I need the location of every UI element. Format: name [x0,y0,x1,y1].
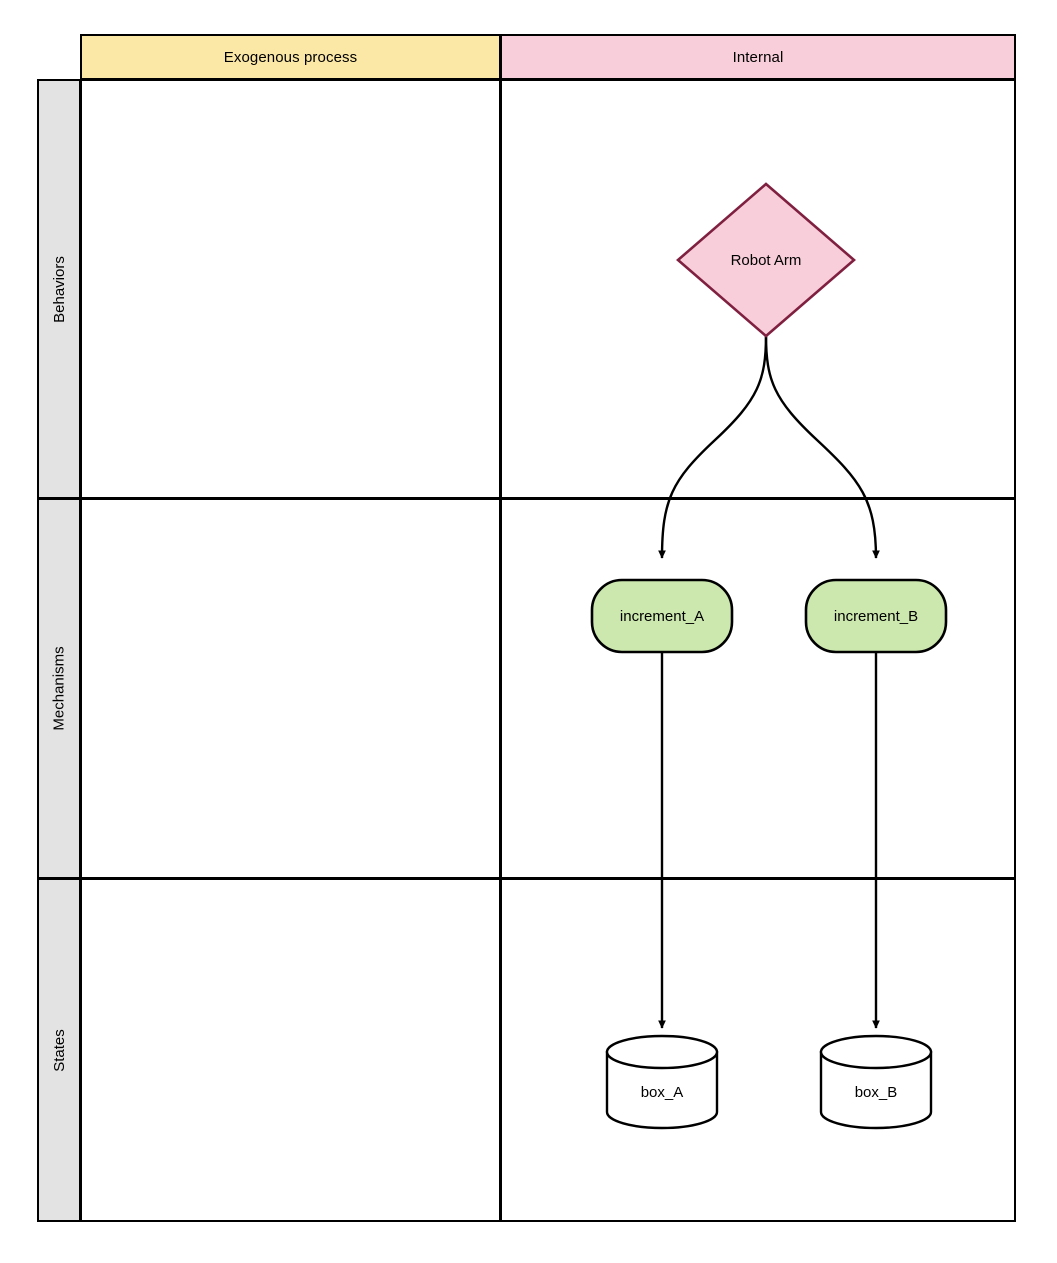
node-box-a[interactable]: box_A [605,1034,719,1130]
cylinder-body [605,1050,719,1130]
lane-cell-mechanisms-internal [500,498,1016,879]
node-robot-arm[interactable]: Robot Arm [676,182,856,338]
node-box-a-label: box_A [641,1084,684,1101]
row-header-mechanisms-label: Mechanisms [50,646,68,731]
column-header-exogenous-process-label: Exogenous process [223,48,358,66]
row-header-behaviors-label: Behaviors [50,255,68,323]
cylinder-top [605,1034,719,1070]
rounded-rect-shape [590,578,734,654]
rounded-rect-shape [804,578,948,654]
column-header-internal-label: Internal [732,48,784,66]
node-increment-b-label: increment_B [834,608,918,625]
row-header-behaviors: Behaviors [37,79,81,499]
node-increment-a[interactable]: increment_A [590,578,734,654]
lane-cell-behaviors-exogenous [80,79,501,499]
node-box-b[interactable]: box_B [819,1034,933,1130]
column-header-exogenous-process: Exogenous process [80,34,501,80]
node-robot-arm-label: Robot Arm [731,252,802,269]
node-increment-a-label: increment_A [620,608,704,625]
edge-robot-arm-to-increment-a [658,334,768,559]
edge-robot-arm-to-increment-b [764,334,880,559]
diamond-shape [676,182,856,338]
row-header-states-label: States [50,1028,68,1072]
row-header-states: States [37,878,81,1222]
lane-cell-states-internal [500,878,1016,1222]
row-header-mechanisms: Mechanisms [37,498,81,879]
lane-cell-mechanisms-exogenous [80,498,501,879]
node-increment-b[interactable]: increment_B [804,578,948,654]
node-box-b-label: box_B [855,1084,898,1101]
cylinder-top [819,1034,933,1070]
lane-cell-states-exogenous [80,878,501,1222]
cylinder-body [819,1050,933,1130]
column-header-internal: Internal [500,34,1016,80]
